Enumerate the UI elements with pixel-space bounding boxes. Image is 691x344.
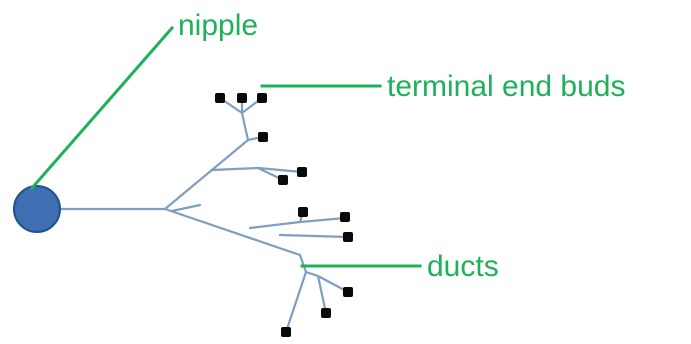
duct-lower-stem-2: [304, 270, 320, 278]
ducts-label: ducts: [427, 250, 499, 283]
bud: [298, 207, 308, 217]
nipple: [13, 185, 61, 233]
duct-lower-right-2: [278, 233, 350, 239]
duct-upper-trunk: [163, 138, 250, 211]
terminal-end-buds-label: terminal end buds: [387, 70, 625, 103]
bud: [343, 287, 353, 297]
bud: [215, 93, 225, 103]
bud: [340, 212, 350, 222]
duct-spur: [170, 203, 202, 213]
duct-lower-mid: [248, 220, 302, 230]
terminal-end-buds: [215, 93, 353, 337]
duct-lower-right: [298, 216, 347, 224]
duct-upper-top: [240, 111, 250, 142]
nipple-leader-line: [29, 25, 175, 191]
duct-lower-stem: [298, 253, 308, 274]
bud: [237, 93, 247, 103]
duct-lower-trunk: [163, 207, 302, 257]
duct-upper-mid-tip: [256, 166, 304, 174]
bud: [257, 93, 267, 103]
bud: [258, 132, 268, 142]
bud: [278, 175, 288, 185]
bud: [281, 327, 291, 337]
bud: [321, 308, 331, 318]
duct-upper-mid: [210, 166, 260, 172]
duct-lower-down: [284, 270, 308, 334]
bud: [343, 232, 353, 242]
nipple-label: nipple: [178, 9, 258, 42]
bud: [297, 167, 307, 177]
duct-lower-right-4: [316, 274, 328, 315]
